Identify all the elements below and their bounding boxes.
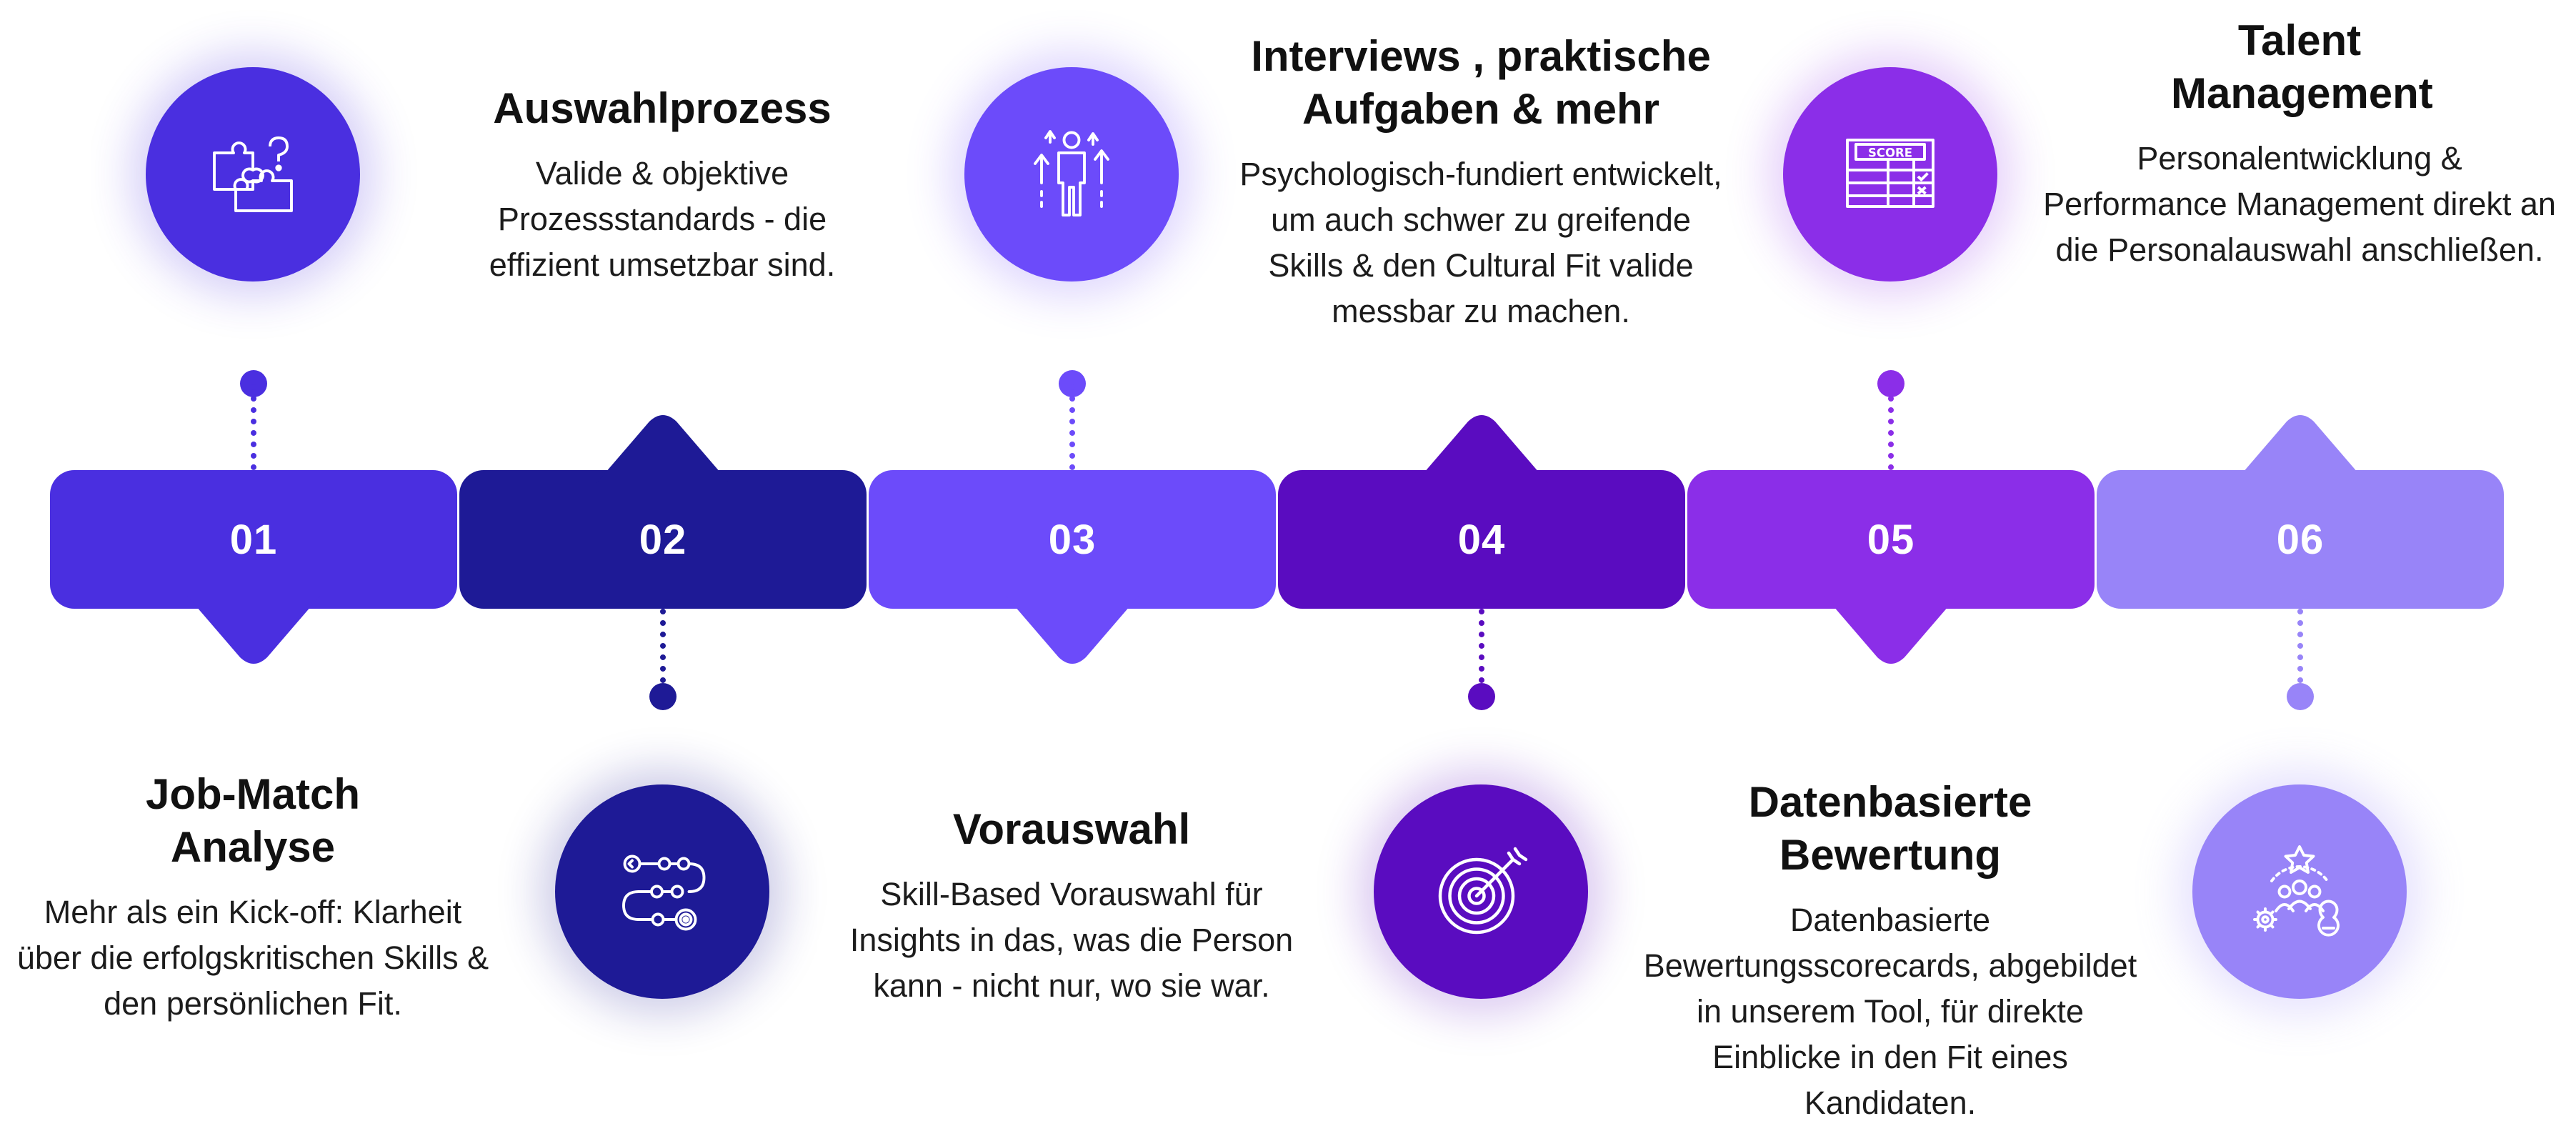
step-number: 02 <box>639 516 687 563</box>
notch-up <box>2234 415 2367 483</box>
icon-circle-05: SCORE <box>1783 67 1997 282</box>
step-title: Datenbasierte Bewertung <box>1748 778 2032 879</box>
step-description: Datenbasierte Bewertungsscorecards, abge… <box>1643 902 2137 1121</box>
notch-up <box>1415 415 1548 483</box>
step-text-06: Talent Management Personalentwicklung & … <box>2042 14 2557 273</box>
step-text-03: Vorauswahl Skill-Based Vorauswahl für In… <box>814 803 1329 1009</box>
step-text-04: Interviews , praktische Aufgaben & mehr … <box>1224 30 1738 334</box>
step-title: Job-Match Analyse <box>146 770 360 871</box>
growth-person-icon <box>1034 130 1109 216</box>
target-icon <box>1438 847 1528 935</box>
step-description: Skill-Based Vorauswahl für Insights in d… <box>849 876 1294 1004</box>
step-number: 06 <box>2276 516 2325 563</box>
connector-line-05 <box>1888 384 1894 470</box>
notch-up <box>596 415 729 483</box>
connector-line-06 <box>2297 609 2303 694</box>
icon-circle-06 <box>2192 784 2407 999</box>
icon-circle-01 <box>146 67 360 282</box>
step-text-01: Job-Match Analyse Mehr als ein Kick-off:… <box>0 768 510 1027</box>
timeline-segment-03: 03 <box>869 470 1276 664</box>
notch-down <box>187 596 320 664</box>
step-title: Vorauswahl <box>952 805 1191 853</box>
step-number: 01 <box>229 516 278 563</box>
icon-circle-02 <box>555 784 769 999</box>
timeline-infographic: 01 02 03 04 05 06 <box>0 14 2557 1121</box>
step-text-02: Auswahlprozess Valide & objektive Prozes… <box>405 82 919 288</box>
timeline-segment-04: 04 <box>1278 415 1685 609</box>
connector-dot-04 <box>1468 683 1495 710</box>
timeline-segment-02: 02 <box>459 415 867 609</box>
connector-dot-06 <box>2287 683 2314 710</box>
step-number: 03 <box>1048 516 1097 563</box>
step-text-05: Datenbasierte Bewertung Datenbasierte Be… <box>1633 776 2147 1126</box>
timeline-segment-06: 06 <box>2097 415 2504 609</box>
puzzle-icon <box>213 136 293 212</box>
step-number: 05 <box>1867 516 1915 563</box>
step-title: Auswahlprozess <box>493 84 832 132</box>
connector-line-02 <box>660 609 666 694</box>
timeline-segment-05: 05 <box>1687 470 2095 664</box>
step-number: 04 <box>1457 516 1506 563</box>
icon-circle-03 <box>964 67 1179 282</box>
notch-down <box>1006 596 1139 664</box>
step-title: Interviews , praktische Aufgaben & mehr <box>1251 32 1711 133</box>
connector-dot-02 <box>649 683 677 710</box>
scorecard-icon: SCORE <box>1846 139 1935 208</box>
step-description: Psychologisch-fundiert entwickelt, um au… <box>1239 156 1722 329</box>
step-description: Mehr als ein Kick-off: Klarheit über die… <box>16 894 489 1022</box>
connector-line-01 <box>251 384 256 470</box>
icon-circle-04 <box>1374 784 1588 999</box>
notch-down <box>1824 596 1957 664</box>
step-description: Personalentwicklung & Performance Manage… <box>2043 140 2556 268</box>
team-star-icon <box>2253 845 2340 937</box>
step-title: Talent Management <box>2171 16 2433 117</box>
connector-line-03 <box>1069 384 1075 470</box>
timeline-segment-01: 01 <box>50 470 457 664</box>
step-description: Valide & objektive Prozessstandards - di… <box>489 155 836 283</box>
score-label: SCORE <box>1868 146 1912 159</box>
process-path-icon <box>622 855 706 931</box>
connector-line-04 <box>1479 609 1484 694</box>
